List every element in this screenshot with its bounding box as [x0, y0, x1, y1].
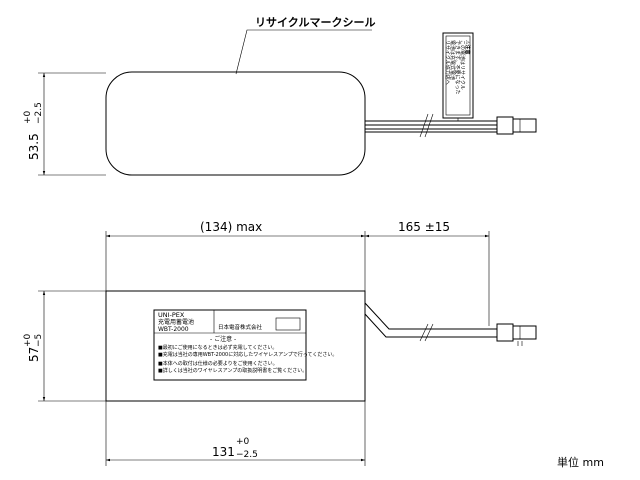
- label-caution-line: ■詳しくは当社のワイヤレスアンプの取扱説明書をご覧ください。: [158, 367, 307, 374]
- warning-tag-line: できます。不要になった: [454, 40, 461, 95]
- dim-width-top-label: (134) max: [200, 220, 262, 234]
- label-brand: UNI-PEX: [158, 311, 185, 319]
- dim-height-top-upper: +0: [23, 110, 33, 124]
- warning-tag-line: この電池はリサイクル: [459, 40, 466, 90]
- dim-width-bottom-nominal: 131: [212, 445, 235, 459]
- warning-tag-title: ⚠注意: [464, 40, 471, 54]
- dim-cable: 165 ±15: [365, 220, 490, 326]
- recycle-label: リサイクルマークシール: [255, 16, 375, 29]
- cable-top: [365, 113, 497, 138]
- top-view: リサイクルマークシール ⚠注意 この電池はリサイクル で: [23, 16, 537, 176]
- label-type: 充電用蓄電池: [158, 318, 194, 326]
- battery-body-bottom: [105, 290, 366, 402]
- recycle-leader-line: [235, 29, 372, 75]
- connector-top: [496, 116, 537, 135]
- warning-tag: ⚠注意 この電池はリサイクル できます。不要になった 電池は充電式電池 リサイク…: [442, 32, 474, 119]
- label-caution-title: - ご注意 -: [210, 335, 236, 343]
- dim-height-top-nominal: 53.5: [27, 133, 41, 160]
- dim-height-bottom-nominal: 57: [27, 347, 41, 362]
- dim-cable-label: 165 ±15: [398, 220, 450, 234]
- dim-width-bottom-lower: −2.5: [236, 450, 258, 460]
- label-model: WBT-2000: [158, 326, 189, 333]
- dim-height-top: 53.5 +0 −2.5: [23, 72, 106, 176]
- dim-width-top: (134) max: [105, 220, 366, 291]
- label-caution-line: ■最初にご使用になるときは必ず充電してください。: [158, 344, 277, 351]
- label-box: [275, 317, 301, 331]
- dim-width-bottom-upper: +0: [236, 437, 250, 447]
- dim-height-bottom-upper: +0: [23, 333, 33, 347]
- product-label: UNI-PEX 充電用蓄電池 WBT-2000 日本電音株式会社 - ご注意 -…: [153, 309, 337, 381]
- dim-width-bottom: 131 +0 −2.5: [105, 401, 366, 466]
- warning-tag-line: リサイクル協力店へ: [444, 40, 451, 85]
- label-company: 日本電音株式会社: [218, 323, 263, 331]
- dim-height-bottom-lower: −5: [34, 334, 44, 347]
- unit-label: 単位 mm: [557, 455, 604, 469]
- dim-height-top-lower: −2.5: [34, 102, 44, 124]
- label-caution-line: ■充電は当社の専用WBT-2000に対応したワイヤレスアンプで行ってください。: [158, 351, 337, 358]
- battery-body-top: [105, 71, 366, 176]
- connector-bottom: [496, 323, 537, 346]
- cable-bottom: [364, 302, 497, 342]
- label-caution-line: ■本体への取付は仕様の必要よりをご使用ください。: [158, 360, 278, 367]
- warning-tag-line: 電池は充電式電池: [449, 40, 456, 80]
- bottom-view: (134) max 165 ±15 57 +0 −5 131 +0: [23, 220, 537, 466]
- dim-height-bottom: 57 +0 −5: [23, 290, 106, 402]
